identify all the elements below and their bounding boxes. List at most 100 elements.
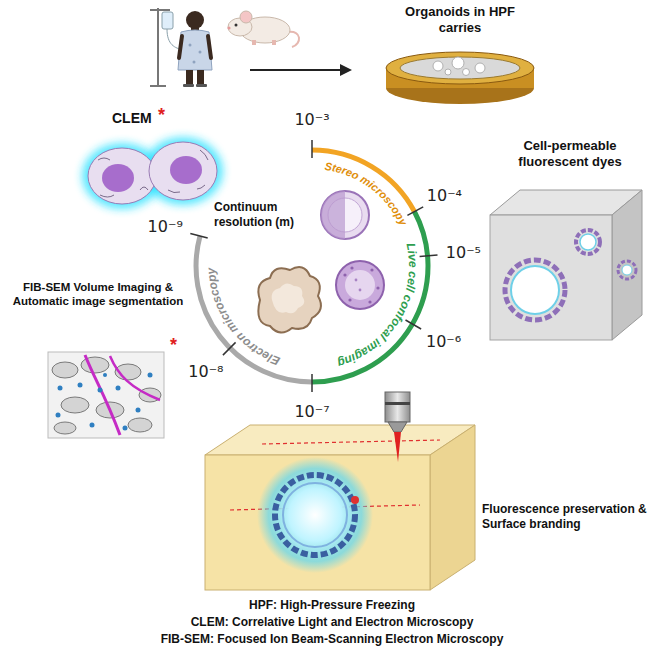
dye-cube-part — [490, 215, 612, 340]
abbreviation-note: HPF: High-Pressure Freezing — [12, 598, 652, 613]
fib-sem-volume-part — [116, 386, 121, 391]
organoid-spheres-part — [343, 273, 346, 276]
clem-cells-part — [88, 148, 156, 204]
scale-range-label-path: Stereo microscopy — [324, 160, 410, 228]
objective-lens-part — [388, 422, 407, 432]
mouse-figure-part — [252, 40, 256, 45]
mouse-figure-part — [235, 24, 238, 27]
patient-figure-part — [199, 51, 202, 54]
resin-block-part — [205, 455, 430, 590]
scale-tick-label: 10⁻⁵ — [446, 243, 481, 263]
fib-sem-volume-part — [148, 373, 153, 378]
clem-cells — [82, 137, 223, 209]
fib-sem-volume-part — [128, 418, 152, 432]
fib-sem-volume-part — [90, 423, 95, 428]
fib-sem-volume-part — [110, 356, 160, 400]
resolution-ring-part — [311, 374, 313, 392]
patient-figure-part — [189, 44, 192, 47]
patient-figure-part — [162, 12, 173, 29]
flow-arrow — [250, 64, 352, 76]
hpf-carrier-part — [433, 61, 443, 71]
clem-cells-part — [170, 156, 202, 184]
fib-sem-volume — [48, 352, 164, 438]
resin-block-part — [283, 483, 347, 547]
organoid-spheres-part — [359, 289, 362, 292]
flow-arrow-part — [340, 64, 352, 76]
dye-cube-part — [511, 266, 559, 314]
clem-cells-part — [102, 164, 134, 192]
scale-tick-label: 10⁻⁹ — [148, 217, 183, 237]
patient-figure-part — [178, 30, 212, 70]
method-title: FIB-SEM Volume Imaging & Automatic image… — [4, 280, 192, 309]
fib-sem-volume-part — [123, 426, 128, 431]
dye-cube-part — [618, 261, 636, 279]
patient-figure-part — [196, 84, 207, 87]
organoid-spheres-part — [368, 300, 371, 303]
fib-sem-volume-part — [48, 352, 164, 438]
clem-cells-part — [168, 150, 208, 193]
clem-cells-part — [149, 142, 217, 200]
dye-cube — [490, 190, 642, 340]
resolution-ring-part — [420, 255, 438, 257]
hpf-carrier-part — [386, 52, 534, 84]
resolution-ring-part — [190, 233, 207, 238]
fib-sem-volume-part — [98, 388, 103, 393]
organoid-spheres-part — [321, 191, 345, 239]
objective-lens-part — [385, 402, 410, 405]
flow-arrow-part — [250, 69, 341, 71]
resin-block-part — [351, 496, 359, 504]
objective-lens — [385, 392, 410, 462]
axis-title: Continuum resolution (m) — [214, 200, 314, 230]
scale-tick-label: 10⁻⁶ — [426, 332, 461, 352]
mouse-figure-part — [240, 11, 252, 23]
method-title: Cell-permeable fluorescent dyes — [495, 138, 645, 171]
scale-range-label: Electron microscopy — [204, 266, 282, 368]
mouse-figure-part — [288, 32, 299, 47]
dye-cube-part — [505, 260, 565, 320]
mouse-figure — [227, 11, 299, 47]
organoid-spheres-part — [350, 266, 353, 269]
fib-sem-volume-part — [61, 397, 89, 413]
hpf-carrier-part — [400, 57, 520, 79]
fib-sem-volume-part — [136, 408, 141, 413]
resolution-ring-part — [196, 236, 312, 382]
fib-sem-volume-part — [54, 422, 76, 434]
objective-lens-part — [385, 392, 410, 422]
scale-range-label: Live cell confocal imaging — [335, 242, 420, 371]
patient-figure-part — [179, 36, 182, 58]
scale-range-label-path: Live cell confocal imaging — [335, 242, 420, 371]
organoid-spheres-part — [376, 286, 379, 289]
resolution-ring — [190, 140, 437, 392]
hpf-carrier-part — [475, 63, 485, 73]
mouse-figure-part — [227, 26, 230, 29]
resin-block-part — [257, 457, 373, 573]
fib-sem-volume-part — [103, 373, 107, 377]
resolution-ring-part — [311, 140, 313, 158]
clem-cells-part — [98, 158, 148, 197]
patient-figure-part — [157, 8, 159, 86]
organoid-spheres-part — [258, 267, 321, 332]
scale-range-label: Stereo microscopy — [324, 160, 410, 228]
scale-range-label-path: Electron microscopy — [204, 266, 282, 368]
asterisk-mark: * — [158, 104, 165, 127]
resin-block-part — [430, 425, 475, 590]
patient-figure-part — [183, 84, 194, 87]
fib-sem-volume-part — [56, 413, 61, 418]
patient-figure-part — [208, 36, 211, 58]
scale-tick-label: 10⁻⁴ — [427, 186, 462, 206]
organoid-spheres-part — [336, 261, 384, 309]
patient-figure-part — [150, 9, 170, 11]
mouse-figure-part — [272, 40, 276, 45]
patient-figure-part — [150, 85, 166, 87]
resolution-ring-part — [223, 342, 236, 355]
method-title: CLEM — [112, 110, 152, 128]
organoid-spheres-part — [345, 270, 375, 300]
fib-sem-volume-part — [78, 383, 83, 388]
patient-figure-part — [186, 70, 193, 85]
patient-figure — [150, 8, 212, 87]
patient-figure-part — [193, 61, 196, 64]
organoid-spheres-part — [321, 191, 369, 239]
resin-block-part — [205, 425, 475, 455]
